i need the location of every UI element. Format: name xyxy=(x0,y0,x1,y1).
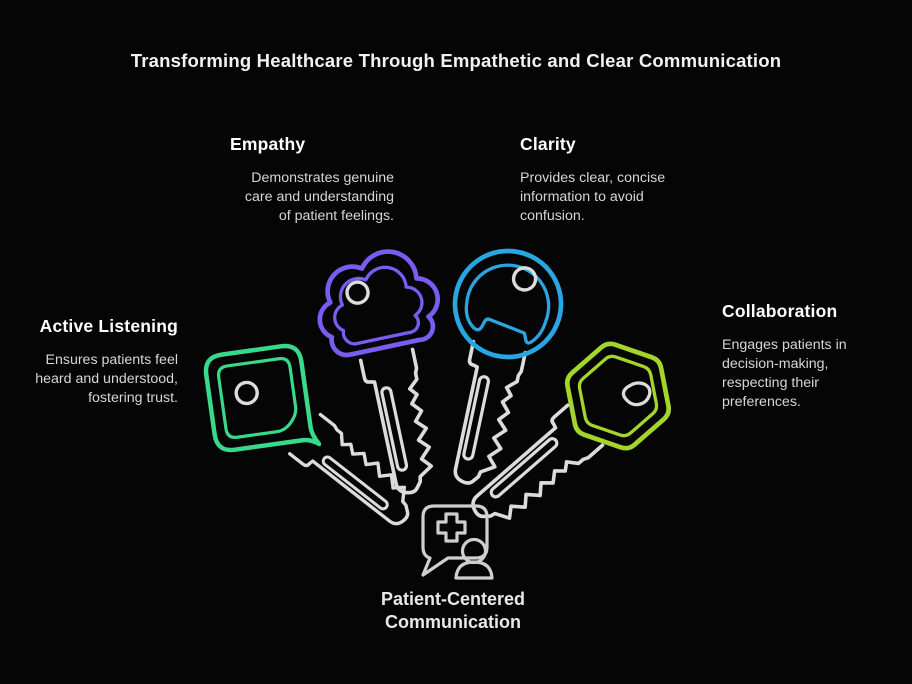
medical-cross-icon xyxy=(436,512,467,543)
key-head-empathy xyxy=(308,243,445,360)
section-collaboration-desc: Engages patients in decision-making, res… xyxy=(722,337,847,410)
key-shaft xyxy=(358,347,444,499)
section-clarity-desc: Provides clear, concise information to a… xyxy=(520,170,666,224)
key-head-active-listening xyxy=(203,343,322,453)
page-title: Transforming Healthcare Through Empathet… xyxy=(130,50,782,71)
section-collaboration: Collaboration Engages patients in decisi… xyxy=(722,300,892,412)
key-head-clarity xyxy=(452,248,564,360)
section-collaboration-title: Collaboration xyxy=(722,301,838,321)
keyhole xyxy=(621,381,652,407)
section-active-listening-title: Active Listening xyxy=(39,316,178,336)
key-clarity xyxy=(442,248,564,492)
center-label: Patient-Centered Communication xyxy=(380,589,526,632)
section-active-listening-desc: Ensures patients feel heard and understo… xyxy=(35,352,178,406)
key-head-collaboration xyxy=(547,325,689,466)
speech-bubble xyxy=(421,504,489,577)
keyhole xyxy=(234,380,259,406)
section-clarity: Clarity Provides clear, concise informat… xyxy=(520,133,698,226)
section-active-listening: Active Listening Ensures patients feel h… xyxy=(28,315,178,408)
key-shaft xyxy=(442,339,528,492)
medical-chat-person-icon xyxy=(421,504,494,580)
person-shoulders xyxy=(454,560,494,580)
section-empathy-desc: Demonstrates genuine care and understand… xyxy=(244,170,394,224)
section-empathy-title: Empathy xyxy=(230,134,306,154)
section-empathy: Empathy Demonstrates genuine care and un… xyxy=(230,133,394,226)
keyhole xyxy=(345,280,370,305)
section-clarity-title: Clarity xyxy=(520,134,576,154)
key-empathy xyxy=(308,243,445,499)
key-active-listening xyxy=(203,343,426,537)
keyhole xyxy=(511,266,538,292)
key-collaboration xyxy=(460,325,689,539)
